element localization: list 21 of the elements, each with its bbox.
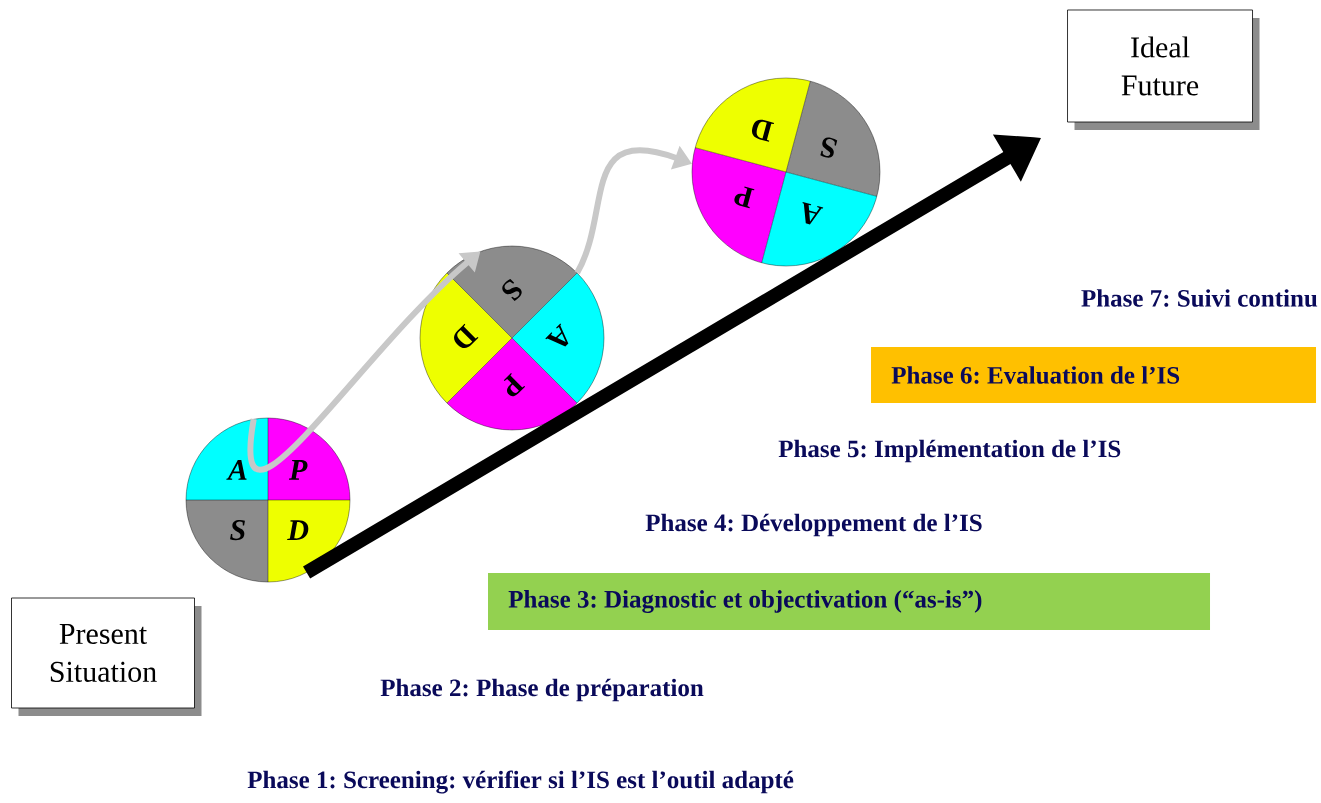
phase-label: Phase 7: Suivi continu xyxy=(1081,289,1318,307)
phase-band: Phase 3: Diagnostic et objectivation (“as-is”) xyxy=(488,573,1210,630)
quadrant-letter: P xyxy=(503,372,526,397)
phase-label: Phase 4: Développement de l’IS xyxy=(645,513,982,537)
quadrant-letter: S xyxy=(820,137,838,158)
quadrant-letter: S xyxy=(230,520,245,541)
phase-label: Phase 2: Phase de préparation xyxy=(380,678,704,702)
situation-box: Ideal Future xyxy=(1067,9,1260,130)
quadrant-letter: P xyxy=(289,460,308,480)
quadrant-letter: A xyxy=(226,459,247,480)
quadrant-letter: A xyxy=(802,202,824,225)
phase-label: Phase 5: Implémentation de l’IS xyxy=(778,439,1121,463)
quadrant-letter: A xyxy=(545,323,569,347)
quadrant-letter: D xyxy=(287,520,309,540)
situation-box: Present Situation xyxy=(11,597,202,716)
phase-label: Phase 1: Screening: vérifier si l’IS est l’outil adapté xyxy=(247,770,794,794)
quadrant-letter: D xyxy=(751,119,775,142)
quadrant-letter: S xyxy=(502,279,522,301)
quadrant-letter: D xyxy=(454,323,479,349)
phase-band: Phase 6: Evaluation de l’IS xyxy=(871,347,1316,403)
quadrant-letter: P xyxy=(734,186,755,209)
